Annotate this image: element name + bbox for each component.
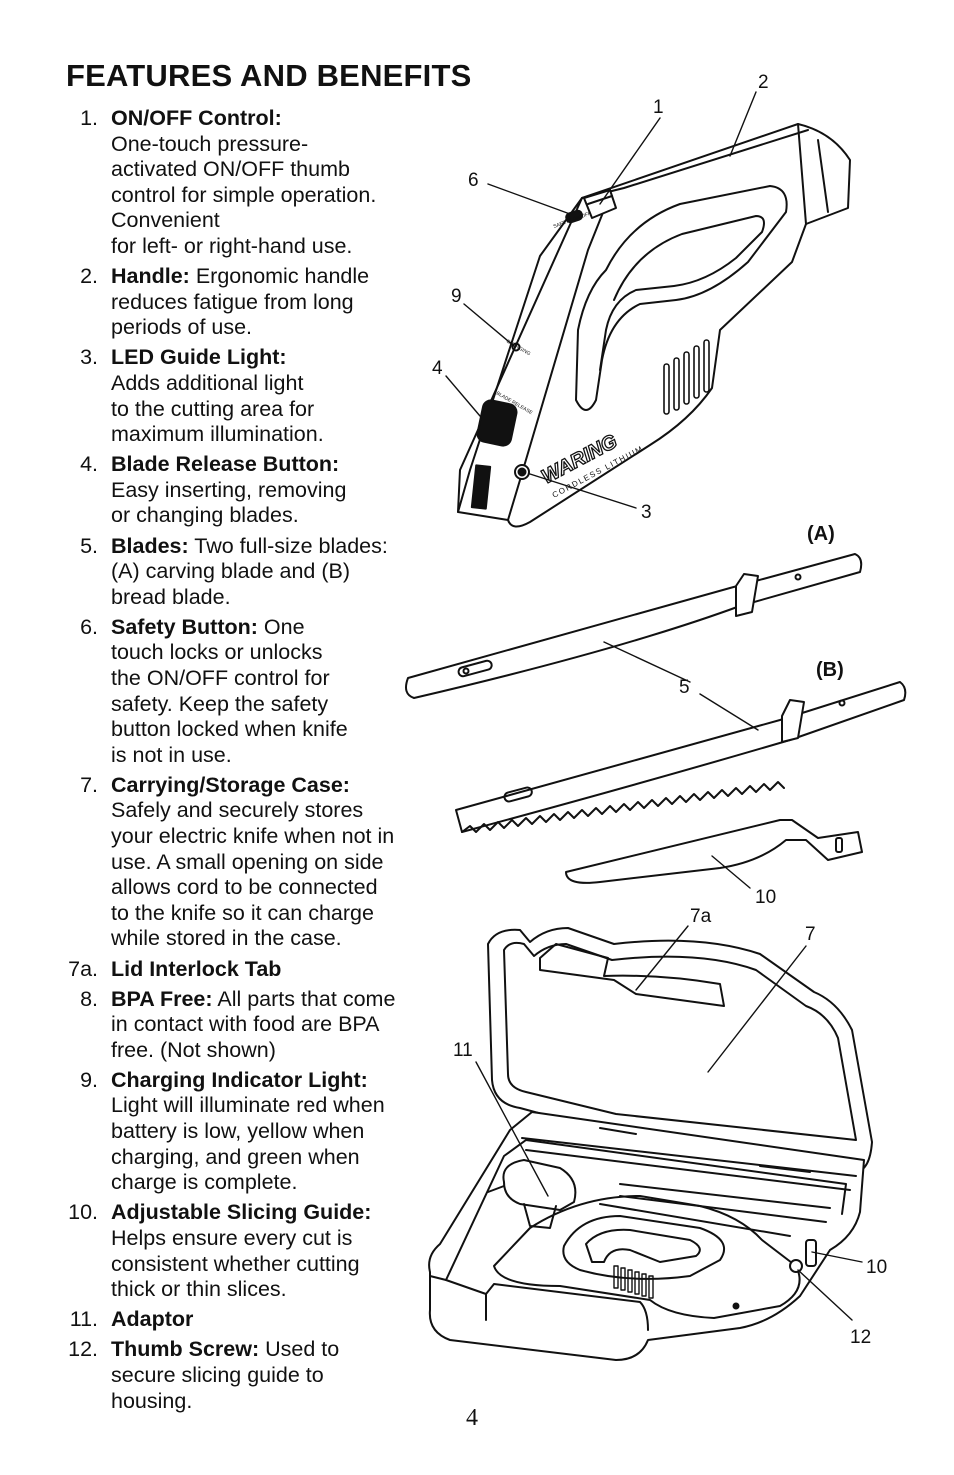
feature-number: 2. (80, 264, 98, 289)
carrying-case (428, 927, 873, 1361)
feature-description: Easy inserting, removing or changing bla… (111, 477, 347, 528)
feature-label: ON/OFF Control: (111, 106, 282, 130)
callout-5: 5 (679, 677, 690, 698)
callout-7: 7 (805, 924, 816, 945)
callout-12: 12 (850, 1327, 871, 1348)
feature-label: Thumb Screw: (111, 1337, 260, 1362)
feature-number: 9. (80, 1067, 98, 1092)
feature-label: Adjustable Slicing Guide: (111, 1200, 372, 1225)
callout-4: 4 (432, 358, 443, 379)
feature-item: 1. ON/OFF Control:One-touch pressure- act… (60, 106, 432, 260)
callout-3: 3 (641, 502, 652, 523)
feature-description: Used to secure slicing guide to housing. (111, 1337, 340, 1413)
blade-b-label: (B) (816, 659, 844, 681)
feature-description: Ergonomic handle reduces fatigue from lo… (111, 264, 370, 340)
feature-number: 12. (68, 1337, 98, 1362)
feature-label: LED Guide Light: (111, 345, 287, 370)
callout-10-case: 10 (866, 1257, 887, 1278)
feature-label: Charging Indicator Light: (111, 1067, 368, 1092)
feature-item: 11. Adaptor (60, 1307, 432, 1333)
feature-item: 4. Blade Release Button:Easy inserting, r… (60, 452, 432, 529)
page-number: 4 (466, 1405, 478, 1431)
feature-label: BPA Free: (111, 986, 213, 1011)
feature-number: 6. (80, 614, 98, 639)
feature-item: 3. LED Guide Light:Adds additional light … (60, 345, 432, 447)
callout-2: 2 (758, 72, 769, 93)
feature-item: 9. Charging Indicator Light:Light will il… (60, 1068, 432, 1196)
feature-number: 10. (68, 1200, 98, 1225)
feature-description: Adds additional light to the cutting are… (111, 370, 324, 447)
blade-a-label: (A) (807, 523, 835, 545)
feature-description: All parts that come in contact with food… (111, 986, 396, 1062)
callout-11: 11 (453, 1040, 473, 1061)
feature-label: Handle: (111, 264, 190, 289)
feature-item: 5. Blades: Two full-size blades: (A) carv… (60, 534, 432, 611)
callout-1: 1 (653, 97, 664, 118)
blade-b (455, 681, 907, 833)
knife-body (457, 123, 851, 528)
callout-7a: 7a (690, 906, 712, 927)
feature-number: 1. (80, 106, 98, 130)
feature-label: Safety Button: (111, 614, 258, 639)
feature-label: Blade Release Button: (111, 452, 340, 477)
slicing-guide (565, 819, 863, 884)
feature-description: Safely and securely stores your electric… (111, 798, 395, 951)
feature-number: 5. (80, 533, 98, 558)
feature-number: 7a. (68, 956, 98, 981)
feature-number: 11. (69, 1307, 98, 1332)
feature-description: Two full-size blades: (A) carving blade … (111, 533, 388, 609)
blade-a (405, 553, 863, 699)
feature-list: 1. ON/OFF Control:One-touch pressure- act… (60, 106, 432, 1419)
feature-number: 8. (80, 986, 98, 1011)
feature-item: 10. Adjustable Slicing Guide:Helps ensure… (60, 1200, 432, 1302)
callout-6: 6 (468, 170, 479, 191)
feature-item: 7a. Lid Interlock Tab (60, 957, 432, 983)
feature-label: Blades: (111, 533, 189, 558)
feature-item: 8. BPA Free: All parts that come in conta… (60, 987, 432, 1064)
feature-item: 6. Safety Button: One touch locks or unlo… (60, 615, 432, 769)
feature-item: 2. Handle: Ergonomic handle reduces fatig… (60, 264, 432, 341)
feature-item: 12. Thumb Screw: Used to secure slicing g… (60, 1337, 432, 1414)
feature-number: 4. (80, 452, 98, 477)
feature-description: One touch locks or unlocks the ON/OFF co… (111, 614, 348, 767)
feature-number: 3. (80, 345, 98, 370)
feature-number: 7. (80, 772, 98, 797)
feature-description: Helps ensure every cut is consistent whe… (111, 1225, 360, 1302)
callout-10-guide: 10 (755, 887, 776, 908)
feature-description: One-touch pressure- activated ON/OFF thu… (111, 131, 377, 258)
callout-9: 9 (451, 286, 462, 307)
feature-description: Light will illuminate red when battery i… (111, 1093, 385, 1195)
feature-label: Carrying/Storage Case: (111, 772, 350, 797)
feature-label: Adaptor (111, 1307, 194, 1332)
page-title: FEATURES AND BENEFITS (66, 58, 472, 93)
feature-label: Lid Interlock Tab (111, 956, 282, 981)
feature-item: 7. Carrying/Storage Case:Safely and secur… (60, 773, 432, 952)
